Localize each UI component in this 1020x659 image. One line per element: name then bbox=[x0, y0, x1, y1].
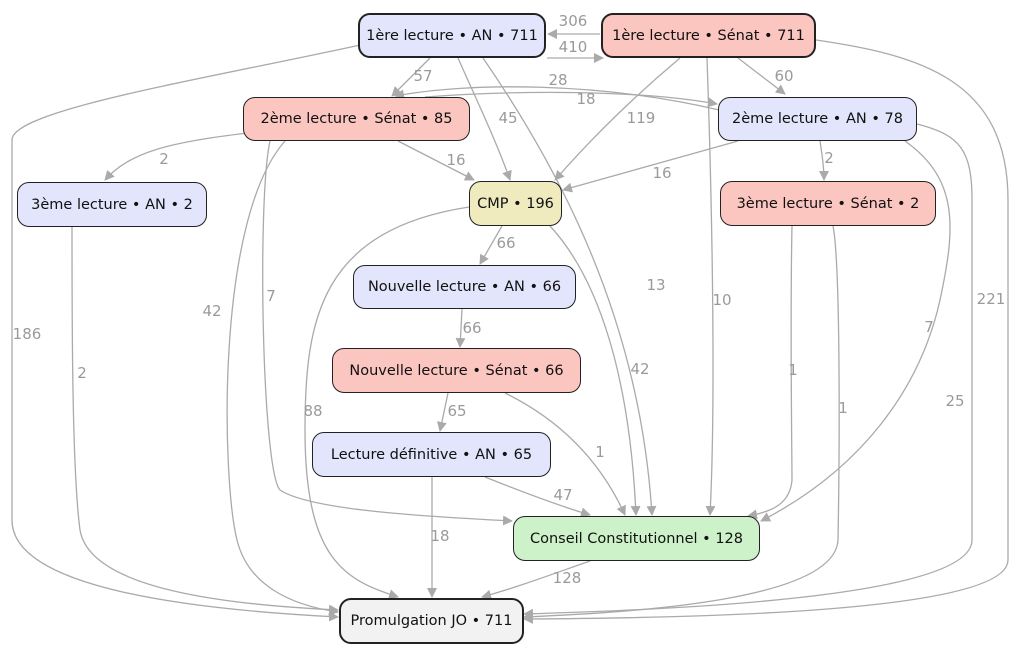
edge-l1_senat-to-cmp bbox=[554, 57, 681, 181]
edge-label-l1_an-to-l1_senat: 410 bbox=[558, 38, 588, 56]
edge-l2_an-to-cmp bbox=[562, 140, 739, 193]
edge-label-l1_an-to-conseil: 13 bbox=[646, 276, 666, 294]
edge-label-l1_senat-to-l1_an: 306 bbox=[558, 12, 588, 30]
edge-l2_an-to-l3_senat bbox=[818, 140, 829, 181]
edge-label-l2_senat-to-l2_an: 18 bbox=[576, 90, 596, 108]
edge-cmp-to-conseil bbox=[549, 225, 641, 516]
edge-label-l1_senat-to-l2_an: 60 bbox=[774, 67, 794, 85]
node-2eme-lecture-an[interactable]: 2ème lecture • AN • 78 bbox=[718, 97, 917, 141]
edge-label-l2_senat-to-cmp: 16 bbox=[446, 151, 466, 169]
edge-l1_senat-to-l2_an bbox=[737, 57, 786, 95]
edge-label-cmp-to-conseil: 42 bbox=[630, 360, 650, 378]
node-3eme-lecture-an[interactable]: 3ème lecture • AN • 2 bbox=[17, 182, 207, 227]
edge-l2_an-to-conseil bbox=[760, 140, 951, 522]
edge-label-l1_an-to-promulgation: 186 bbox=[12, 325, 42, 343]
edge-nl_an-to-nl_senat bbox=[455, 308, 466, 348]
edge-label-l2_an-to-cmp: 16 bbox=[652, 164, 672, 182]
edge-label-conseil-to-promulgation: 128 bbox=[552, 569, 582, 587]
edge-l1_an-to-conseil bbox=[482, 57, 657, 516]
edge-l2_senat-to-l3_an bbox=[104, 132, 249, 181]
edge-label-l2_senat-to-promulgation: 42 bbox=[202, 302, 222, 320]
edge-label-l3_senat-to-conseil: 1 bbox=[788, 361, 798, 379]
edge-label-nl_senat-to-ld_an: 65 bbox=[447, 402, 467, 420]
edge-label-l2_an-to-l3_senat: 2 bbox=[824, 149, 834, 167]
node-conseil-constitutionnel[interactable]: Conseil Constitutionnel • 128 bbox=[513, 516, 760, 561]
edge-cmp-to-nl_an bbox=[479, 225, 503, 265]
edge-label-l1_senat-to-conseil: 10 bbox=[712, 291, 732, 309]
edge-label-l2_senat-to-conseil: 7 bbox=[266, 287, 276, 305]
edge-l2_senat-to-conseil bbox=[262, 140, 513, 526]
node-cmp[interactable]: CMP • 196 bbox=[469, 181, 562, 226]
edge-l2_an-to-l2_senat bbox=[394, 86, 720, 111]
node-1ere-lecture-senat[interactable]: 1ère lecture • Sénat • 711 bbox=[601, 13, 816, 58]
edge-l2_senat-to-l2_an bbox=[424, 91, 718, 108]
edge-label-l3_an-to-promulgation: 2 bbox=[77, 364, 87, 382]
edge-label-cmp-to-nl_an: 66 bbox=[496, 234, 516, 252]
edge-label-ld_an-to-promulgation: 18 bbox=[430, 527, 450, 545]
edge-l1_senat-to-conseil bbox=[705, 57, 716, 516]
edge-label-l2_an-to-conseil: 7 bbox=[924, 318, 934, 336]
edge-label-nl_an-to-nl_senat: 66 bbox=[462, 319, 482, 337]
edge-label-l1_senat-to-promulgation: 221 bbox=[976, 290, 1006, 308]
edge-l1_an-to-promulgation bbox=[11, 43, 366, 622]
node-nouvelle-lecture-senat[interactable]: Nouvelle lecture • Sénat • 66 bbox=[332, 348, 581, 393]
edge-conseil-to-promulgation bbox=[481, 560, 591, 600]
edge-label-l1_an-to-cmp: 45 bbox=[498, 109, 518, 127]
edge-l2_senat-to-promulgation bbox=[226, 140, 339, 616]
edge-l2_senat-to-cmp bbox=[397, 140, 475, 181]
edge-l3_an-to-promulgation bbox=[71, 226, 339, 615]
edge-l1_an-to-cmp bbox=[457, 57, 512, 181]
edge-label-l1_an-to-l2_senat: 57 bbox=[413, 67, 433, 85]
edge-nl_senat-to-ld_an bbox=[436, 392, 449, 432]
node-2eme-lecture-senat[interactable]: 2ème lecture • Sénat • 85 bbox=[243, 97, 470, 141]
node-3eme-lecture-senat[interactable]: 3ème lecture • Sénat • 2 bbox=[720, 181, 936, 226]
edge-l1_senat-to-promulgation bbox=[523, 39, 1009, 624]
edge-label-l2_an-to-promulgation: 25 bbox=[945, 392, 965, 410]
edge-ld_an-to-conseil bbox=[484, 476, 591, 518]
edge-label-nl_senat-to-conseil: 1 bbox=[595, 443, 605, 461]
edge-label-cmp-to-promulgation: 88 bbox=[303, 402, 323, 420]
edge-label-l2_an-to-l2_senat: 28 bbox=[548, 71, 568, 89]
node-1ere-lecture-an[interactable]: 1ère lecture • AN • 711 bbox=[358, 13, 546, 58]
node-lecture-definitive-an[interactable]: Lecture définitive • AN • 65 bbox=[312, 432, 551, 477]
edge-label-l1_senat-to-cmp: 119 bbox=[626, 109, 656, 127]
edge-l3_senat-to-promulgation bbox=[523, 225, 840, 622]
edge-nl_senat-to-conseil bbox=[504, 392, 626, 516]
edge-l3_senat-to-conseil bbox=[747, 225, 793, 520]
node-promulgation-jo[interactable]: Promulgation JO • 711 bbox=[339, 598, 524, 644]
node-nouvelle-lecture-an[interactable]: Nouvelle lecture • AN • 66 bbox=[353, 265, 576, 309]
edge-label-ld_an-to-conseil: 47 bbox=[553, 486, 573, 504]
edge-cmp-to-promulgation bbox=[304, 206, 470, 600]
edge-label-l3_senat-to-promulgation: 1 bbox=[838, 399, 848, 417]
edge-label-l2_senat-to-l3_an: 2 bbox=[159, 150, 169, 168]
